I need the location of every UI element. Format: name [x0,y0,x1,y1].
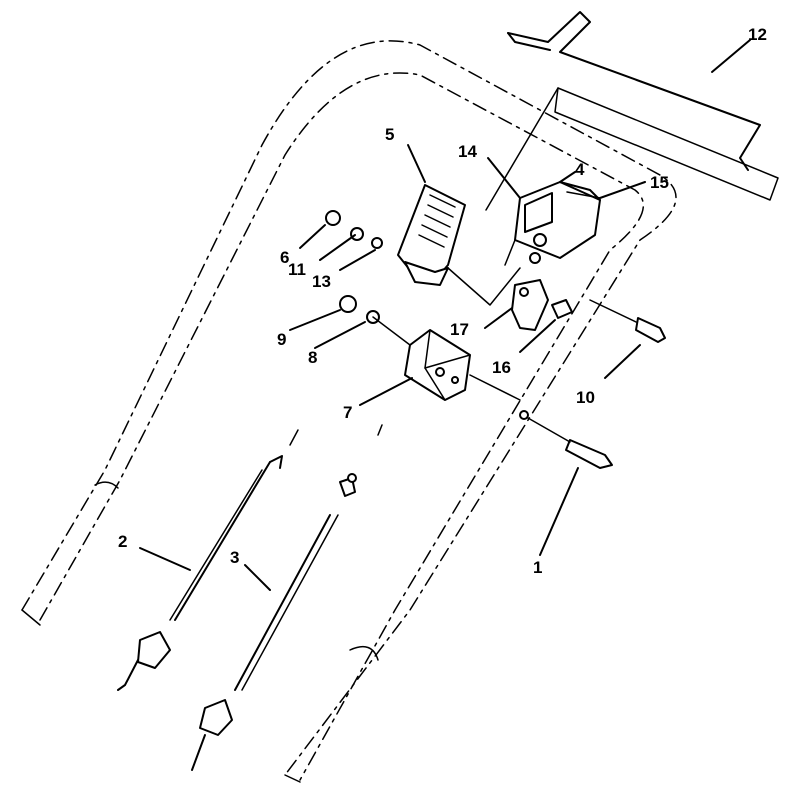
callout-15: 15 [650,173,669,192]
callout-8: 8 [308,348,317,367]
lever-part-5 [397,184,521,306]
callout-7: 7 [343,403,352,422]
block-part-7 [404,329,521,401]
cable-part-2 [117,429,299,691]
part-12-rod-and-plate [485,11,779,211]
callout-11: 11 [288,260,306,279]
bolt-part-10 [589,299,666,343]
cable-part-3 [191,424,383,771]
callout-10: 10 [576,388,595,407]
callout-labels: 1 2 3 4 5 6 7 8 9 10 11 12 13 14 15 16 1… [118,25,767,577]
bolt-part-1 [519,410,613,469]
callout-13: 13 [312,272,331,291]
callout-2: 2 [118,532,127,551]
callout-3: 3 [230,548,239,567]
callout-16: 16 [492,358,511,377]
latch-part-17 [511,279,573,331]
control-box-assembly [504,181,601,266]
fasteners-6-11-13 [325,210,383,249]
leader-lines [139,39,751,591]
callout-5: 5 [385,125,394,144]
callout-1: 1 [533,558,542,577]
callout-6: 6 [280,248,289,267]
fasteners-9-8 [339,295,411,346]
callout-17: 17 [450,320,469,339]
callout-12: 12 [748,25,767,44]
callout-14: 14 [458,142,477,161]
callout-9: 9 [277,330,286,349]
handle-outline [21,40,677,783]
callout-4: 4 [575,160,585,179]
